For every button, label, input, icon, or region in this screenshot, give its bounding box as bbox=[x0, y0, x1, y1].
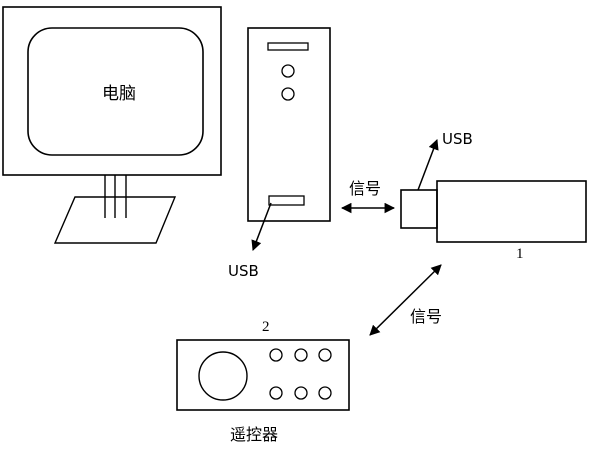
usb-receiver bbox=[400, 180, 587, 243]
computer-monitor: 电脑 bbox=[2, 6, 222, 244]
tower-usb-label: USB bbox=[228, 262, 259, 280]
tower-usb-port bbox=[268, 195, 305, 206]
receiver-usb-label: USB bbox=[442, 130, 473, 148]
tower-case bbox=[247, 27, 331, 222]
signal-label-top: 信号 bbox=[349, 179, 381, 198]
monitor-bezel bbox=[2, 6, 222, 176]
receiver-usb-arrow bbox=[417, 139, 439, 191]
receiver-body bbox=[436, 180, 587, 243]
receiver-usb-plug bbox=[400, 189, 438, 229]
remote-body bbox=[176, 339, 350, 411]
tower-button-2 bbox=[281, 87, 295, 101]
remote-button bbox=[294, 348, 308, 362]
remote-button bbox=[269, 348, 283, 362]
remote-button bbox=[294, 386, 308, 400]
remote-number: 2 bbox=[262, 319, 270, 335]
computer-label: 电脑 bbox=[102, 84, 136, 104]
drive-slot bbox=[267, 42, 309, 51]
remote-button bbox=[318, 386, 332, 400]
remote-dongle-signal-arrow bbox=[369, 264, 442, 336]
monitor-stand-base bbox=[53, 196, 177, 244]
remote-controller bbox=[176, 339, 350, 411]
signal-label-bottom: 信号 bbox=[410, 307, 442, 326]
monitor-screen bbox=[27, 27, 204, 156]
computer-tower bbox=[247, 27, 331, 222]
tower-usb-arrow bbox=[251, 202, 272, 251]
remote-caption: 遥控器 bbox=[230, 425, 278, 444]
remote-dial bbox=[198, 351, 248, 401]
remote-button bbox=[269, 386, 283, 400]
tower-button-1 bbox=[281, 64, 295, 78]
receiver-number: 1 bbox=[516, 246, 524, 262]
remote-button bbox=[318, 348, 332, 362]
